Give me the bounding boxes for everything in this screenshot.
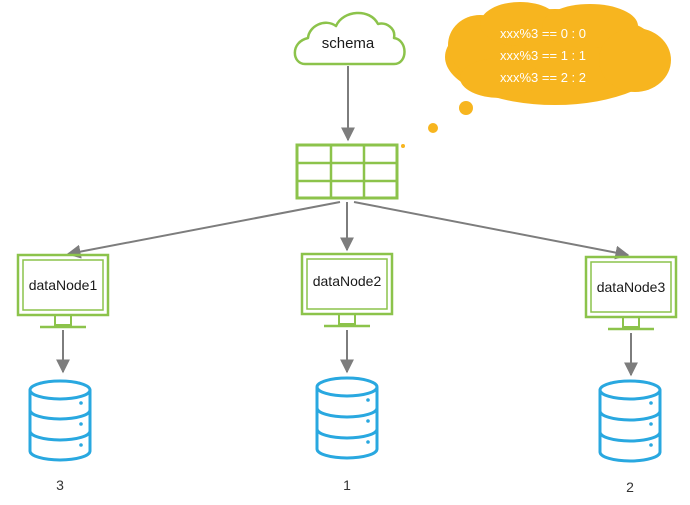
rule-line-1: xxx%3 == 0 : 0 (500, 26, 586, 41)
database-label: 2 (626, 479, 634, 495)
arrow-table-to-node3 (353, 201, 630, 260)
data-node-1: dataNode1 3 (16, 253, 110, 493)
monitor-icon (584, 255, 678, 331)
bubble-dot-large (459, 101, 473, 115)
rule-bubble: xxx%3 == 0 : 0 xxx%3 == 1 : 1 xxx%3 == 2… (445, 2, 671, 105)
bubble-dot-medium (428, 123, 438, 133)
data-node-3: dataNode3 2 (584, 255, 678, 495)
arrow-table-to-node1 (66, 201, 341, 259)
monitor-icon (16, 253, 110, 329)
node-label: dataNode2 (313, 273, 382, 289)
database-icon (315, 376, 379, 460)
rule-line-2: xxx%3 == 1 : 1 (500, 48, 586, 63)
database-label: 1 (343, 477, 351, 493)
database-label: 3 (56, 477, 64, 493)
data-node-2: dataNode2 1 (300, 252, 394, 493)
rule-line-3: xxx%3 == 2 : 2 (500, 70, 586, 85)
bubble-dot-small (401, 144, 405, 148)
routing-table-icon (295, 143, 399, 200)
database-icon (28, 379, 92, 462)
schema-cloud: schema (293, 11, 406, 66)
cloud-icon (293, 11, 406, 66)
schema-label: schema (322, 35, 375, 52)
node-label: dataNode3 (597, 279, 666, 295)
database-icon (598, 379, 662, 463)
monitor-icon (300, 252, 394, 328)
node-label: dataNode1 (29, 277, 98, 293)
